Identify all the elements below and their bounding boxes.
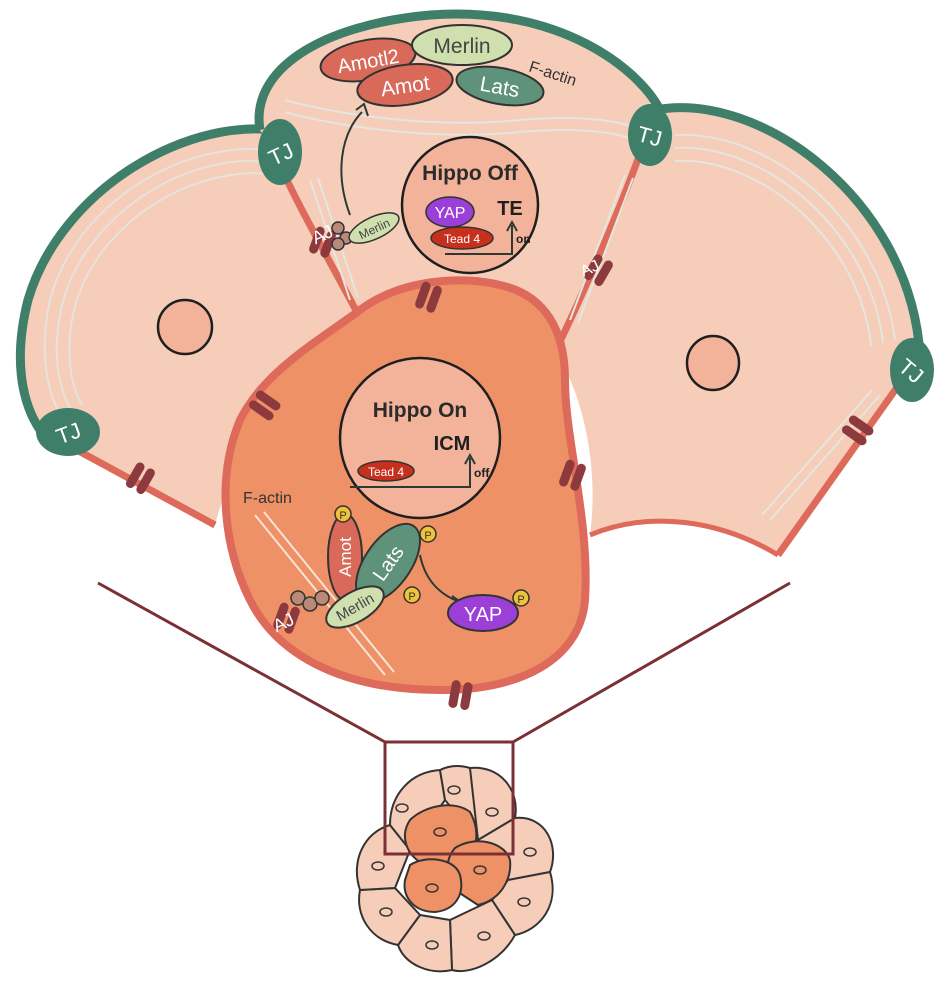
- svg-text:P: P: [408, 591, 415, 603]
- off-label: off: [474, 466, 490, 480]
- aj-label-right: AJ: [578, 257, 602, 280]
- yap-protein-cytoplasmic: YAP: [447, 594, 519, 632]
- icm-gene-label: ICM: [434, 433, 471, 455]
- hippo-off-nucleus: Hippo Off YAP Tead 4 TE on: [400, 135, 540, 275]
- phosphate-amot: P: [334, 505, 352, 523]
- svg-text:Tead 4: Tead 4: [444, 232, 480, 246]
- adherens-junction-pair: [448, 680, 473, 710]
- top-right-membrane: [551, 138, 649, 354]
- adherens-junction-pair: [415, 281, 442, 313]
- merlin-protein-top: Merlin: [411, 24, 513, 66]
- tead4-protein-on: Tead 4: [430, 226, 494, 250]
- phosphate-free: P: [403, 586, 421, 604]
- zoom-line-left: [97, 581, 386, 744]
- adherens-junction-pair: [583, 254, 613, 286]
- tj-junction-top-left: TJ: [258, 119, 302, 185]
- te-gene-label: TE: [497, 198, 523, 220]
- svg-text:P: P: [517, 594, 524, 606]
- adherens-junction-pair: [559, 459, 586, 491]
- right-outer-cell: [555, 103, 925, 558]
- f-actin-label-inner: F-actin: [243, 490, 292, 507]
- embryo-inner-cell: [403, 858, 463, 914]
- hippo-on-title: Hippo On: [373, 399, 467, 422]
- tj-junction-top-right: TJ: [628, 104, 672, 166]
- svg-text:YAP: YAP: [464, 604, 503, 626]
- amot-protein-inner: Amot: [327, 513, 363, 601]
- tj-junction-right: TJ: [890, 338, 934, 402]
- tj-junction-left: TJ: [36, 408, 100, 456]
- adherens-junction-pair: [309, 226, 336, 258]
- yap-protein-nuclear: YAP: [425, 196, 475, 228]
- svg-text:P: P: [339, 510, 346, 522]
- right-cell-nucleus: [685, 334, 741, 392]
- amot-protein-top: Amot: [356, 63, 454, 107]
- svg-text:YAP: YAP: [435, 205, 466, 222]
- phosphate-lats: P: [419, 525, 437, 543]
- te-gene-line: [445, 225, 513, 255]
- hippo-off-title: Hippo Off: [422, 162, 519, 185]
- zoom-line-right: [512, 581, 791, 744]
- embryo-overview: [355, 740, 555, 973]
- lats-protein-inner: Lats: [355, 522, 421, 604]
- adherens-junction-pair: [125, 462, 155, 494]
- translocation-arrow: [340, 111, 363, 216]
- svg-text:Amot: Amot: [336, 537, 355, 577]
- icm-gene-line: [350, 458, 471, 488]
- phosphate-yap: P: [512, 589, 530, 607]
- left-cell-nucleus: [156, 298, 214, 356]
- svg-text:Merlin: Merlin: [433, 35, 490, 58]
- adherens-junction-pair: [273, 602, 300, 634]
- membrane-merlin-top: Merlin: [331, 212, 400, 251]
- adherens-junction-pair: [248, 390, 281, 421]
- phosphorylation-arrow: [419, 554, 461, 603]
- tead4-protein-off: Tead 4: [357, 460, 415, 482]
- left-outer-cell: [15, 124, 356, 529]
- adherens-junction-pair: [841, 415, 874, 446]
- zoom-frame: [383, 740, 515, 856]
- membrane-merlin-inner: [290, 590, 330, 612]
- hippo-on-nucleus: Hippo On ICM Tead 4 off: [338, 356, 502, 520]
- lats-protein-top: Lats: [455, 65, 545, 107]
- on-label: on: [516, 232, 531, 246]
- svg-text:P: P: [424, 530, 431, 542]
- svg-text:Tead 4: Tead 4: [368, 465, 404, 479]
